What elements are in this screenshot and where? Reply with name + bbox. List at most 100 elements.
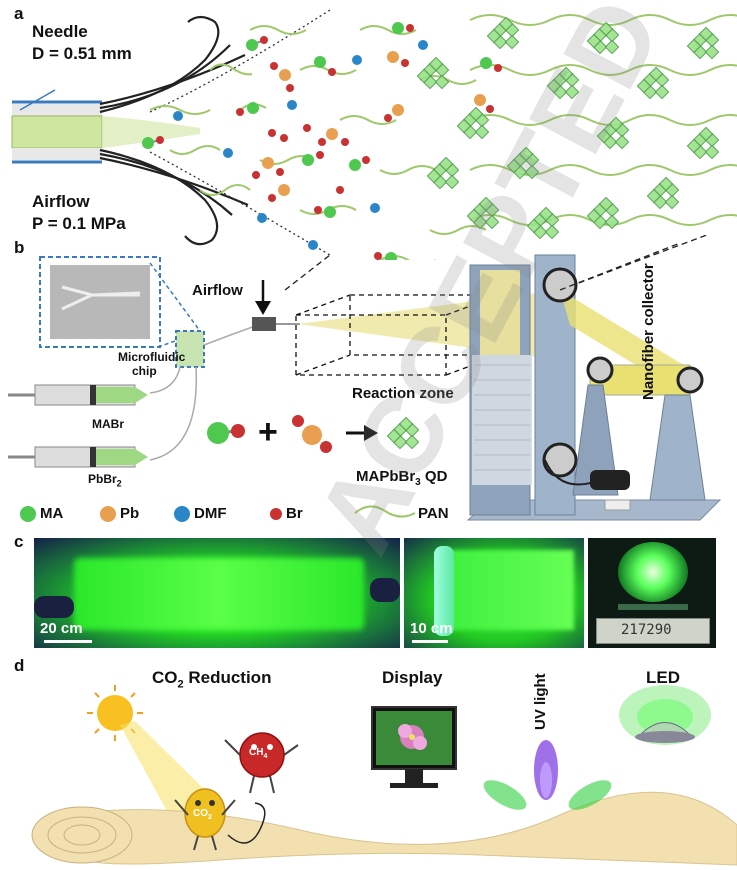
qd-octahedron bbox=[498, 16, 514, 32]
airflow-pressure-label: P = 0.1 MPa bbox=[32, 214, 126, 233]
needle-pointer bbox=[19, 89, 56, 111]
qd-octahedron bbox=[636, 78, 652, 94]
qd-octahedron bbox=[518, 146, 534, 162]
qd-octahedron bbox=[558, 66, 574, 82]
qd-octahedron bbox=[598, 196, 614, 212]
film-sheet bbox=[38, 791, 737, 866]
quantum-dot-clusters bbox=[416, 16, 720, 240]
qd-octahedron bbox=[456, 118, 472, 134]
legend-pb: Pb bbox=[120, 505, 140, 522]
qd-octahedron bbox=[608, 116, 624, 132]
qd-octahedron bbox=[428, 56, 444, 72]
qd-octahedron bbox=[604, 39, 620, 55]
qd-octahedron bbox=[404, 434, 420, 450]
nanofiber-collector bbox=[466, 254, 722, 521]
qd-octahedron bbox=[426, 168, 442, 184]
photo-rolled-film: 10 cm bbox=[404, 538, 584, 648]
scale-bar-2 bbox=[412, 640, 448, 643]
qd-octahedron bbox=[586, 208, 602, 224]
qd-octahedron bbox=[614, 134, 630, 150]
legend-pan: PAN bbox=[418, 505, 449, 522]
ch4-molecule-icon bbox=[224, 732, 299, 794]
qd-octahedron bbox=[538, 206, 554, 222]
syringe-mabr bbox=[8, 384, 148, 406]
needle-fluid bbox=[11, 115, 103, 149]
chip-label-line1: Microfluidic bbox=[118, 350, 186, 364]
qd-octahedron bbox=[698, 26, 714, 42]
collector-label: Nanofiber collector bbox=[640, 263, 657, 400]
qd-octahedron bbox=[474, 124, 490, 140]
qd-octahedron bbox=[504, 34, 520, 50]
qd-octahedron bbox=[648, 66, 664, 82]
sun-icon bbox=[87, 685, 143, 741]
qd-octahedron bbox=[466, 208, 482, 224]
legend-ma: MA bbox=[40, 505, 64, 522]
qd-octahedron bbox=[506, 158, 522, 174]
qd-octahedron bbox=[604, 214, 620, 230]
co2-molecule-icon bbox=[174, 788, 236, 851]
led-label: LED bbox=[646, 668, 680, 687]
meter-reading: 217290 bbox=[621, 622, 672, 638]
qd-octahedron bbox=[704, 144, 720, 160]
qd-octahedron bbox=[664, 194, 680, 210]
reaction-equation: + bbox=[207, 413, 378, 453]
ch4-text: CH4 bbox=[249, 747, 268, 760]
photo-lit-sample: 217290 bbox=[588, 538, 716, 648]
qd-octahedron bbox=[686, 38, 702, 54]
svg-text:+: + bbox=[258, 413, 278, 451]
film-roll bbox=[31, 806, 133, 864]
display-monitor-icon bbox=[371, 706, 457, 788]
qd-octahedron bbox=[598, 21, 614, 37]
qd-octahedron bbox=[526, 218, 542, 234]
scale-label-2: 10 cm bbox=[410, 620, 453, 637]
panel-a-letter: a bbox=[14, 4, 24, 23]
legend-br: Br bbox=[286, 505, 303, 522]
qd-octahedron bbox=[468, 106, 484, 122]
scale-bar-1 bbox=[44, 640, 92, 643]
airflow-label-b: Airflow bbox=[192, 282, 243, 299]
syringe-pbbr2 bbox=[8, 446, 148, 468]
product-label: MAPbBr3 QD bbox=[356, 468, 448, 488]
qd-octahedron bbox=[586, 33, 602, 49]
molecule-group bbox=[142, 22, 502, 260]
co2-reduction-label: CO2 Reduction bbox=[152, 668, 272, 691]
qd-octahedron bbox=[544, 224, 560, 240]
nozzle-block bbox=[252, 317, 276, 331]
panel-b-drawing: + bbox=[8, 235, 722, 522]
qd-octahedron bbox=[698, 126, 714, 142]
needle-tube-top bbox=[12, 104, 102, 116]
qd-octahedron bbox=[478, 196, 494, 212]
uv-light-icon bbox=[483, 740, 612, 810]
meter-display: 217290 bbox=[596, 618, 710, 644]
reaction-zone-label: Reaction zone bbox=[352, 385, 454, 402]
airflow-curves bbox=[99, 15, 249, 246]
needle-tube-bottom bbox=[12, 148, 102, 160]
chip-inset-body bbox=[50, 265, 150, 339]
qd-octahedron bbox=[398, 416, 414, 432]
legend-icons bbox=[20, 505, 416, 522]
led-icon bbox=[619, 685, 711, 745]
panel-d-drawing bbox=[31, 685, 737, 866]
spray-boundary bbox=[149, 9, 331, 256]
co2-text: CO2 bbox=[193, 808, 212, 821]
airflow-label-a: Airflow bbox=[32, 192, 90, 211]
uv-light-label: UV light bbox=[532, 673, 549, 730]
qd-octahedron bbox=[438, 156, 454, 172]
qd-octahedron bbox=[546, 78, 562, 94]
qd-octahedron bbox=[484, 214, 500, 230]
qd-octahedron bbox=[686, 138, 702, 154]
chip-label-line2: chip bbox=[132, 364, 157, 378]
syringe-pbbr2-label: PbBr2 bbox=[88, 472, 122, 489]
qd-octahedron bbox=[416, 68, 432, 84]
jet-stream bbox=[102, 116, 200, 148]
qd-octahedron bbox=[658, 176, 674, 192]
needle-label: Needle bbox=[32, 22, 88, 41]
qd-octahedron bbox=[596, 128, 612, 144]
display-label: Display bbox=[382, 668, 443, 687]
qd-octahedron bbox=[564, 84, 580, 100]
fiber-group bbox=[149, 14, 737, 260]
panel-d-letter: d bbox=[14, 656, 25, 675]
qd-octahedron bbox=[524, 164, 540, 180]
qd-octahedron bbox=[434, 74, 450, 90]
qd-octahedron bbox=[704, 44, 720, 60]
